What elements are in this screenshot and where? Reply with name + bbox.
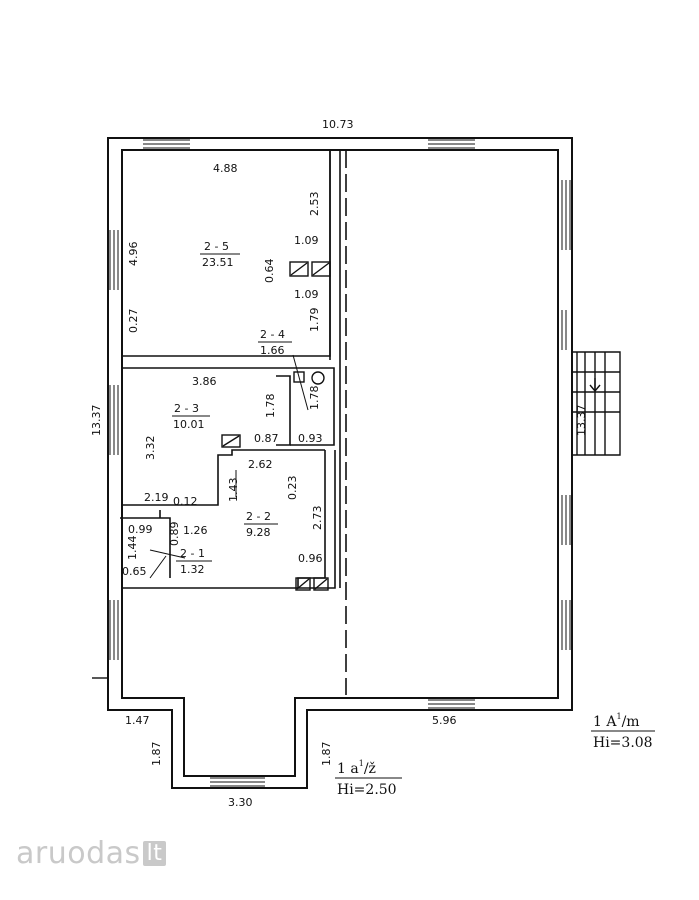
- room-id: 2 - 4: [260, 328, 285, 341]
- legend-entry-line1: 1 a1/ž: [337, 759, 376, 777]
- dim-r25-height: 4.96: [127, 242, 140, 267]
- dim-entry-left: 1.87: [150, 742, 163, 767]
- interior-walls: [120, 150, 552, 699]
- dim-r22-width: 2.62: [248, 458, 273, 471]
- dim-r23-bottom: 2.19: [144, 491, 169, 504]
- dim-r24-width: 0.93: [298, 432, 323, 445]
- room-2-5: 2 - 5 23.51: [200, 240, 240, 269]
- dim-r25-shaft-side: 0.64: [263, 259, 276, 284]
- dim-r23-height: 3.32: [144, 436, 157, 461]
- room-id: 2 - 5: [204, 240, 229, 253]
- dim-r22-w2: 1.26: [183, 524, 208, 537]
- dim-top-width: 10.73: [322, 118, 354, 131]
- dim-r23-width: 3.86: [192, 375, 217, 388]
- room-area: 10.01: [173, 418, 205, 431]
- dim-r21-door: 0.89: [168, 522, 181, 547]
- dim-r21-bottom: 0.65: [122, 565, 147, 578]
- room-2-1: 2 - 1 1.32: [176, 547, 212, 576]
- room-area: 23.51: [202, 256, 234, 269]
- dim-r23-jog: 0.12: [173, 495, 198, 508]
- dim-r25-low: 0.27: [127, 309, 140, 334]
- room-2-4: 2 - 4 1.66: [258, 328, 292, 357]
- dim-left-height: 13.37: [90, 405, 103, 437]
- dim-right-height: 13.37: [575, 405, 588, 437]
- windows: [109, 139, 571, 787]
- dim-r25-right: 2.53: [308, 192, 321, 217]
- dim-r25-shaft-top: 1.09: [294, 234, 319, 247]
- dim-r22-bottom: 0.96: [298, 552, 323, 565]
- dim-r24-height: 1.78: [308, 386, 321, 411]
- dim-r23-shaft: 0.87: [254, 432, 279, 445]
- room-area: 1.32: [180, 563, 205, 576]
- dim-entry-right: 1.87: [320, 742, 333, 767]
- entry-legend: 1 a1/ž Hi=2.50: [335, 759, 402, 798]
- main-legend: 1 A1/m Hi=3.08: [591, 712, 655, 751]
- dim-entry-bottom: 3.30: [228, 796, 253, 809]
- room-id: 2 - 3: [174, 402, 199, 415]
- dim-r23-right: 1.78: [264, 394, 277, 419]
- room-2-3: 2 - 3 10.01: [172, 402, 210, 431]
- outer-walls: [107, 137, 573, 789]
- legend-entry-line2: Hi=2.50: [337, 782, 397, 798]
- dim-r25-width: 4.88: [213, 162, 238, 175]
- exterior-stair: [572, 351, 621, 456]
- room-id: 2 - 1: [180, 547, 205, 560]
- legend-main-line1: 1 A1/m: [593, 712, 640, 730]
- dim-r22-height: 2.73: [311, 506, 324, 531]
- dim-r21-top: 0.99: [128, 523, 153, 536]
- dim-bottom-right: 5.96: [432, 714, 457, 727]
- leader-lines: [149, 354, 309, 579]
- dim-r22-jog: 0.23: [286, 476, 299, 501]
- dim-r21-height: 1.44: [126, 536, 139, 561]
- room-id: 2 - 2: [246, 510, 271, 523]
- dim-r25-shaft-bottom: 1.09: [294, 288, 319, 301]
- dim-r22-left: 1.43: [227, 478, 240, 503]
- dim-r24-h: 1.79: [308, 308, 321, 333]
- dim-bottom-left: 1.47: [125, 714, 150, 727]
- ventilation-shafts: [221, 261, 331, 591]
- room-area: 1.66: [260, 344, 285, 357]
- room-area: 9.28: [246, 526, 271, 539]
- legend-main-line2: Hi=3.08: [593, 735, 653, 751]
- room-2-2: 2 - 2 9.28: [244, 510, 278, 539]
